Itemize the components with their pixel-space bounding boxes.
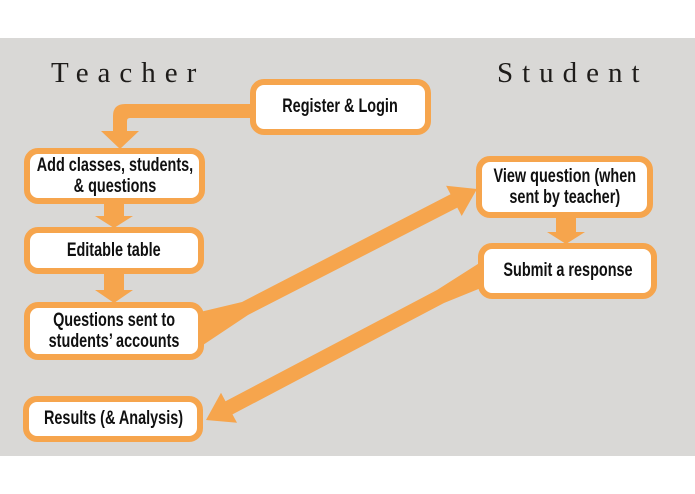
node-submit-response: Submit a response (478, 243, 657, 299)
node-label: Questions sent to students’ accounts (48, 309, 180, 352)
teacher-column-heading: Teacher (51, 57, 206, 89)
node-register-login: Register & Login (250, 79, 431, 135)
student-column-heading: Student (497, 57, 649, 89)
node-editable-table: Editable table (24, 227, 204, 274)
node-label: View question (when sent by teacher) (493, 165, 636, 208)
node-label: Editable table (67, 239, 161, 261)
node-label: Submit a response (502, 260, 633, 282)
node-view-question: View question (when sent by teacher) (476, 156, 653, 218)
node-label: Results (& Analysis) (43, 408, 183, 430)
node-results-analysis: Results (& Analysis) (23, 396, 203, 442)
node-label: Add classes, students, & questions (36, 154, 193, 197)
node-add-classes-students-questions: Add classes, students, & questions (24, 148, 205, 204)
node-label: Register & Login (282, 96, 399, 118)
node-questions-sent-to-students: Questions sent to students’ accounts (24, 302, 204, 360)
